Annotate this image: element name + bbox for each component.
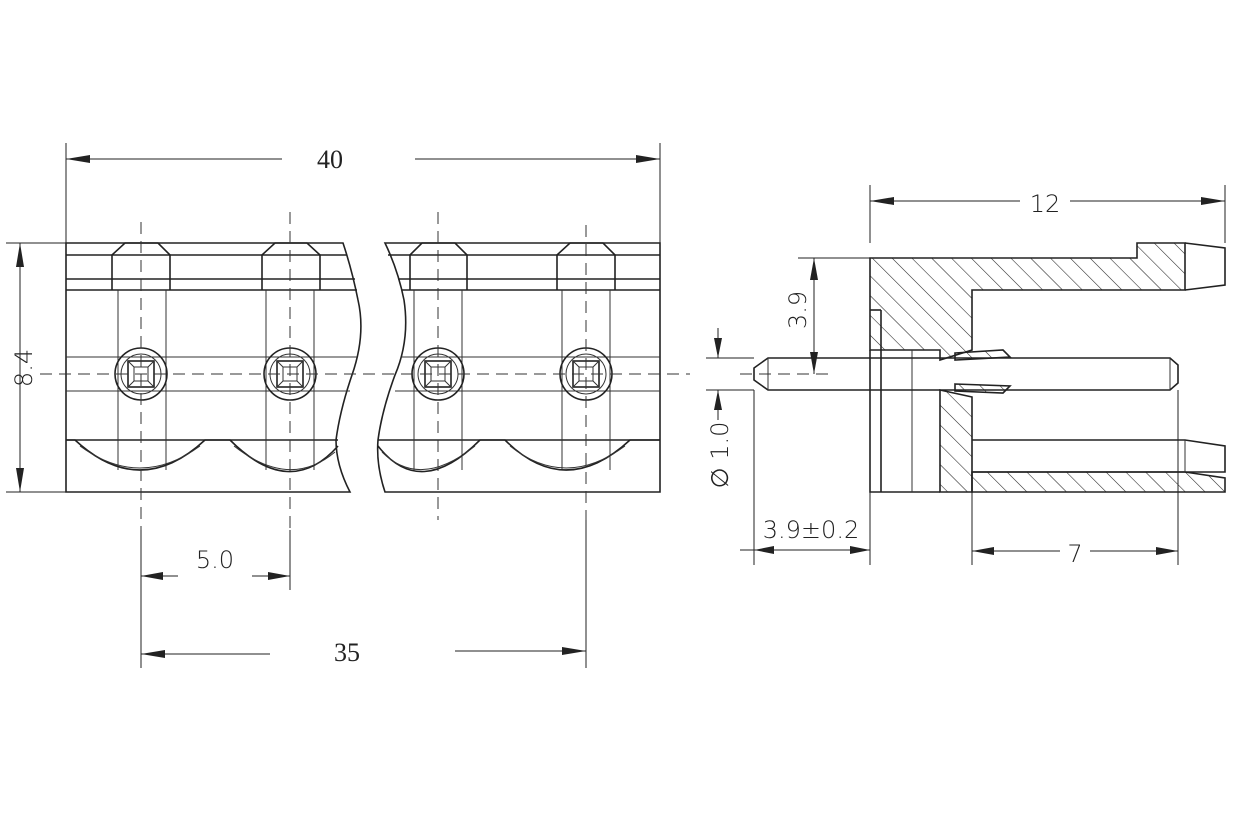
dim-35-label: 35 (334, 638, 360, 667)
front-view (40, 212, 690, 530)
dim-3-9-height-label: 3.9 (784, 291, 812, 329)
dimension-7: 7 (971, 390, 1179, 568)
dimension-3-9-height: 3.9 (784, 257, 870, 374)
dim-12-label: 12 (1030, 190, 1061, 218)
dimension-pin-diameter: ∅ 1.0 (706, 328, 754, 488)
dim-pin-diameter-label: ∅ 1.0 (706, 422, 734, 489)
dimension-8-4: 8.4 (6, 242, 66, 493)
dimension-12: 12 (869, 185, 1226, 243)
dimension-35: 35 (140, 520, 587, 668)
dimension-40: 40 (65, 143, 661, 243)
dimension-3-9-tail: 3.9±0.2 (740, 390, 871, 565)
dim-3-9-tail-label: 3.9±0.2 (763, 516, 859, 544)
screw-terminal-4 (559, 347, 613, 401)
dim-7-label: 7 (1067, 540, 1082, 568)
dimension-5-0: 5.0 (140, 530, 291, 590)
dim-40-label: 40 (317, 145, 343, 174)
side-view (740, 242, 1226, 493)
dim-8-4-label: 8.4 (10, 349, 38, 387)
dim-5-0-label: 5.0 (196, 546, 234, 574)
